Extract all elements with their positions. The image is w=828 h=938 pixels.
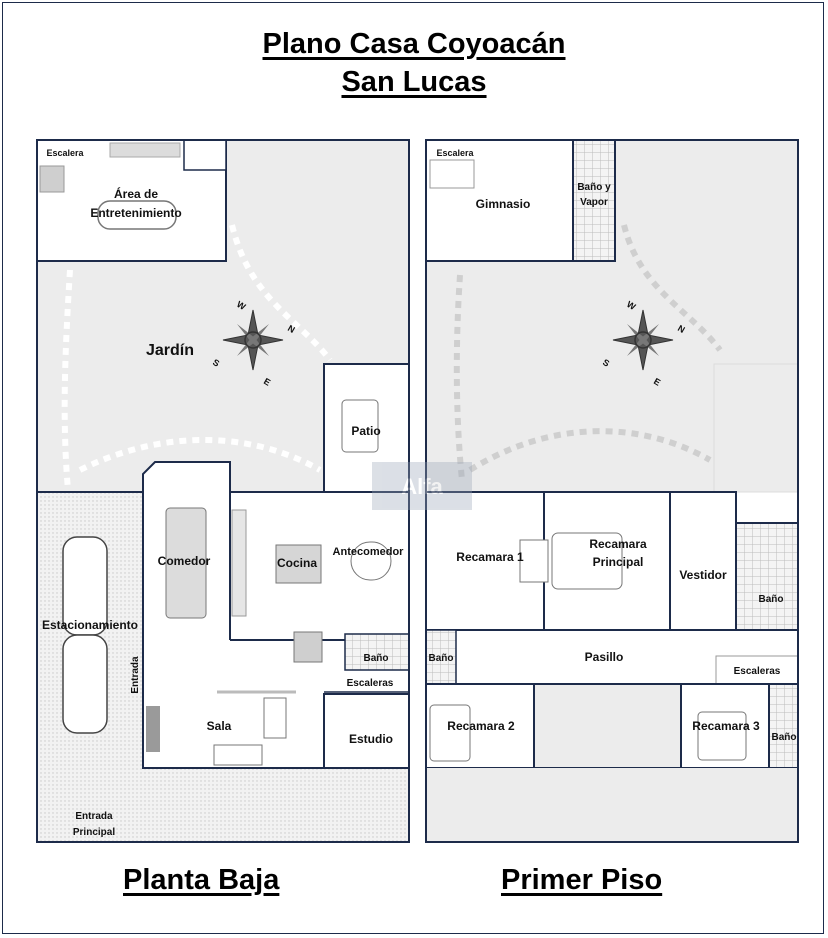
fridge <box>293 631 323 663</box>
front-entrance-area <box>143 768 409 842</box>
compass-s-pb: S <box>211 357 221 369</box>
breakfast-table <box>350 541 392 581</box>
ground-floor-title: Planta Baja <box>123 864 280 896</box>
compass-rose-ground <box>222 309 284 371</box>
kitchen-island <box>275 544 322 584</box>
compass-n-pp: N <box>676 323 687 335</box>
car-bottom <box>62 634 108 734</box>
label-escaleras-pb: Escaleras <box>347 678 394 689</box>
compass-n-pb: N <box>286 323 297 335</box>
compass-s-pp: S <box>601 357 611 369</box>
label-antecomedor: Antecomedor <box>333 546 405 558</box>
label-entrada: Entrada <box>130 656 141 694</box>
first-floor-plan <box>425 139 799 843</box>
bar-counter <box>109 142 181 158</box>
label-gimnasio: Gimnasio <box>476 197 531 211</box>
label-entrada-principal-2: Principal <box>73 827 115 838</box>
plan-title-line1: Plano Casa Coyoacán <box>262 28 566 60</box>
label-recamara-2: Recamara 2 <box>447 719 515 733</box>
bed-master <box>551 532 623 590</box>
label-jardin: Jardín <box>146 342 194 359</box>
label-entretenimiento-2: Entretenimiento <box>90 206 181 220</box>
steam-bath <box>572 139 616 262</box>
label-bano-bottom: Baño <box>772 732 797 743</box>
master-bathroom <box>735 522 799 631</box>
label-recamara-principal-2: Principal <box>593 555 644 569</box>
entertainment-closet <box>183 139 227 171</box>
label-entretenimiento-1: Área de <box>114 186 158 201</box>
label-sala: Sala <box>207 719 232 733</box>
ff-path-c <box>468 428 712 473</box>
compass-e-pb: E <box>262 376 272 388</box>
label-recamara-1: Recamara 1 <box>456 550 524 564</box>
ground-floor-plan <box>36 139 410 843</box>
bathroom-3 <box>768 683 799 769</box>
label-escalera-pp: Escalera <box>436 148 474 158</box>
watermark-logo: Alfa <box>372 462 472 510</box>
sofa-bottom <box>213 744 263 766</box>
first-floor-title: Primer Piso <box>501 864 663 896</box>
ff-patio-shadow <box>713 363 799 493</box>
label-recamara-3: Recamara 3 <box>692 719 760 733</box>
label-recamara-principal-1: Recamara <box>589 537 647 551</box>
label-pasillo: Pasillo <box>585 650 624 664</box>
dining-table <box>165 507 207 619</box>
ff-path-a <box>453 274 465 481</box>
tv-unit <box>146 706 160 752</box>
label-estudio: Estudio <box>349 732 393 746</box>
patio-table <box>341 399 379 453</box>
label-cocina: Cocina <box>277 556 317 570</box>
label-bano-vapor-1: Baño y <box>577 182 611 193</box>
ff-roof-area <box>426 768 798 842</box>
label-bano-right: Baño <box>759 594 784 605</box>
bed-3 <box>697 711 747 761</box>
label-escaleras-pp: Escaleras <box>734 666 781 677</box>
ff-stairs <box>715 655 799 685</box>
label-bano-vapor-2: Vapor <box>580 197 608 208</box>
compass-rose-first <box>612 309 674 371</box>
label-comedor: Comedor <box>158 554 211 568</box>
ground-bathroom <box>344 633 410 671</box>
plan-title-line2: San Lucas <box>341 66 487 98</box>
bed-2 <box>429 704 471 762</box>
compass-e-pp: E <box>652 376 662 388</box>
walk-in-closet <box>669 491 737 631</box>
label-vestidor: Vestidor <box>679 568 727 582</box>
label-bano-left: Baño <box>429 653 454 664</box>
first-floor-boundary <box>425 139 799 843</box>
ff-path-b <box>621 224 723 352</box>
label-estacionamiento: Estacionamiento <box>42 618 138 632</box>
hall-bathroom <box>425 629 457 685</box>
sofa-round <box>97 200 177 230</box>
kitchen-counter <box>231 509 247 617</box>
watermark-text: Alfa <box>401 474 443 499</box>
void-area <box>533 683 682 769</box>
spiral-stair <box>39 165 65 193</box>
study-room <box>323 693 410 769</box>
bed-1 <box>519 539 549 583</box>
sofa-right <box>263 697 287 739</box>
ff-spiral-stair <box>429 159 475 189</box>
garden-path-a <box>229 224 333 362</box>
label-patio: Patio <box>351 424 380 438</box>
label-escalera-pb: Escalera <box>46 148 84 158</box>
label-entrada-principal-1: Entrada <box>75 811 113 822</box>
garden-path-b <box>61 269 73 491</box>
label-bano-pb: Baño <box>364 653 389 664</box>
